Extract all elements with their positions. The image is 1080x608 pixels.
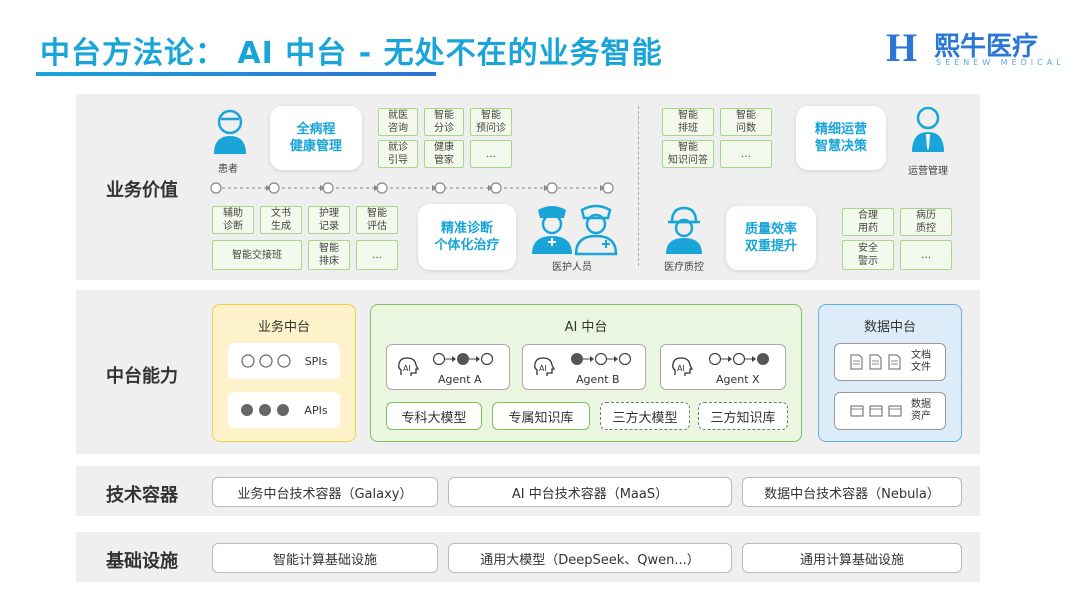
logo-chinese-name: 熙牛医疗 (934, 32, 1039, 62)
ai-platform-title: AI 中台 (564, 320, 608, 335)
ai-badge: AI (539, 364, 547, 373)
data-assets-box: 数据 资产 (834, 392, 946, 430)
operations-manager-icon (912, 106, 944, 152)
band-divider (638, 106, 639, 266)
model-third-party-llm: 三方大模型 (600, 402, 690, 430)
patient-value-card: 全病程 健康管理 (270, 106, 362, 170)
medical-staff-icon (532, 204, 618, 256)
patient-tile: 就医 咨询 (378, 108, 418, 136)
data-files-box: 文档 文件 (834, 343, 946, 381)
patient-tile: 智能 预问诊 (470, 108, 512, 136)
quality-control-icon (666, 206, 702, 254)
row-label-tech-container: 技术容器 (106, 485, 178, 506)
qc-label: 医疗质控 (664, 262, 704, 273)
qc-tile: 合理 用药 (842, 208, 894, 236)
agent-a-flow-icon (432, 352, 494, 366)
patient-label: 患者 (218, 164, 238, 175)
patient-tile: … (470, 140, 512, 168)
clinical-tile: 护理 记录 (308, 206, 350, 234)
row-label-infrastructure: 基础设施 (106, 551, 178, 572)
ai-brain-icon (534, 357, 556, 376)
model-specialty-llm: 专科大模型 (386, 402, 482, 430)
ops-label: 运营管理 (908, 166, 948, 177)
logo-english-name: SEENEW MEDICAL (936, 58, 1065, 67)
tech-container-nebula: 数据中台技术容器（Nebula） (742, 477, 962, 507)
apis-dots-icon (241, 404, 290, 416)
clinical-tile: 辅助 诊断 (212, 206, 254, 234)
ops-value-card: 精细运营 智慧决策 (796, 106, 886, 170)
tech-container-maas: AI 中台技术容器（MaaS） (448, 477, 732, 507)
tech-container-galaxy: 业务中台技术容器（Galaxy） (212, 477, 438, 507)
ai-badge: AI (403, 364, 411, 373)
clinical-tile: 文书 生成 (260, 206, 302, 234)
company-logo: H 熙牛医疗 SEENEW MEDICAL (886, 24, 1061, 72)
ops-tile: … (720, 140, 772, 168)
agent-x-label: Agent X (716, 373, 760, 386)
qc-value-card: 质量效率 双重提升 (726, 206, 816, 270)
business-platform-title: 业务中台 (257, 320, 310, 335)
model-dedicated-kb: 专属知识库 (492, 402, 590, 430)
clinical-tile: 智能 排床 (308, 240, 350, 270)
agent-b-label: Agent B (576, 373, 620, 386)
database-icon (850, 405, 902, 417)
ops-tile: 智能 知识问答 (662, 140, 714, 168)
qc-tile: 安全 警示 (842, 240, 894, 270)
row-label-middle-platform: 中台能力 (106, 366, 178, 387)
patient-icon (214, 109, 246, 154)
agent-a-card (386, 344, 510, 390)
logo-mark: H (886, 25, 918, 70)
spis-dots-icon (241, 354, 291, 368)
apis-label: APIs (304, 403, 328, 417)
document-icon (850, 354, 901, 370)
clinical-tile: 智能交接班 (212, 240, 302, 270)
page-title: 中台方法论： AI 中台 - 无处不在的业务智能 (40, 36, 663, 71)
row-label-business-value: 业务价值 (106, 180, 178, 201)
patient-tile: 就诊 引导 (378, 140, 418, 168)
spis-box: SPIs (228, 343, 340, 379)
agent-x-flow-icon (708, 352, 769, 366)
agent-b-card (522, 344, 646, 390)
agent-b-flow-icon (571, 352, 632, 366)
ai-brain-icon (672, 357, 694, 376)
qc-tile: … (900, 240, 952, 270)
infra-general-compute: 通用计算基础设施 (742, 543, 962, 573)
qc-tile: 病历 质控 (900, 208, 952, 236)
apis-box: APIs (228, 392, 340, 428)
data-assets-label: 数据 资产 (911, 399, 931, 422)
data-platform-title: 数据中台 (863, 320, 916, 335)
ops-tile: 智能 问数 (720, 108, 772, 136)
clinical-tile: 智能 评估 (356, 206, 398, 234)
patient-tile: 健康 管家 (424, 140, 464, 168)
ops-tile: 智能 排班 (662, 108, 714, 136)
title-underline (36, 72, 436, 76)
model-third-party-kb: 三方知识库 (698, 402, 788, 430)
spis-label: SPIs (304, 354, 328, 368)
clinical-value-card: 精准诊断 个体化治疗 (418, 204, 516, 270)
ai-badge: AI (677, 364, 685, 373)
agent-a-label: Agent A (438, 373, 482, 386)
ai-brain-icon (398, 357, 420, 376)
timeline-connector (210, 182, 614, 194)
staff-label: 医护人员 (552, 262, 592, 273)
clinical-tile: … (356, 240, 398, 270)
patient-tile: 智能 分诊 (424, 108, 464, 136)
infra-general-llm: 通用大模型（DeepSeek、Qwen...） (448, 543, 732, 573)
infra-intelligent-compute: 智能计算基础设施 (212, 543, 438, 573)
data-files-label: 文档 文件 (911, 350, 931, 373)
agent-x-card (660, 344, 786, 390)
